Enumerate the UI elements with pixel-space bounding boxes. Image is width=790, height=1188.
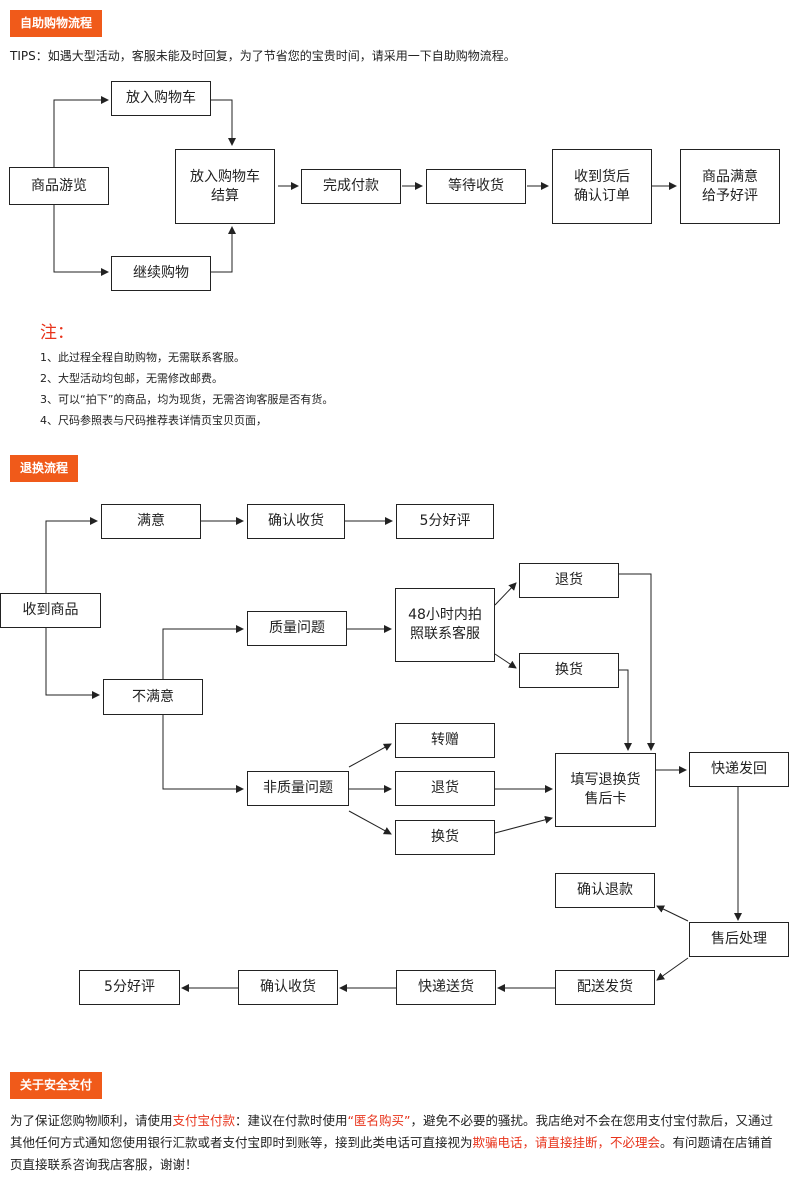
node-receive-goods: 收到商品 — [0, 593, 101, 628]
section-title-self-shopping: 自助购物流程 — [10, 10, 103, 37]
node-express-return: 快递发回 — [689, 752, 789, 787]
node-aftersale-processing: 售后处理 — [689, 922, 789, 957]
section-title-secure-payment: 关于安全支付 — [10, 1072, 103, 1099]
section-title-returns: 退换流程 — [10, 455, 79, 482]
payment-notice: 为了保证您购物顺利，请使用支付宝付款：建议在付款时使用“匿名购买”，避免不必要的… — [10, 1110, 782, 1176]
payment-highlight-anonymous: “匿名购买” — [347, 1113, 411, 1128]
payment-text: 。有问题请在店铺首页直接联系咨询我店客服，谢谢！ — [10, 1135, 773, 1172]
node-express-delivery: 快递送货 — [396, 970, 496, 1005]
node-checkout: 放入购物车 结算 — [175, 149, 275, 224]
node-return-quality: 退货 — [519, 563, 619, 598]
note-item: 4、尺码参照表与尺码推荐表详情页宝贝页面， — [40, 414, 267, 427]
node-await-delivery: 等待收货 — [426, 169, 526, 204]
node-satisfied: 满意 — [101, 504, 201, 539]
node-continue-shopping: 继续购物 — [111, 256, 211, 291]
node-confirm-receipt-final: 确认收货 — [238, 970, 338, 1005]
node-browse: 商品游览 — [9, 167, 109, 205]
note-item: 1、此过程全程自助购物，无需联系客服。 — [40, 351, 245, 364]
node-exchange-non-quality: 换货 — [395, 820, 495, 855]
node-ship-goods: 配送发货 — [555, 970, 655, 1005]
node-non-quality-issue: 非质量问题 — [247, 771, 349, 806]
node-unsatisfied: 不满意 — [103, 679, 203, 715]
node-quality-issue: 质量问题 — [247, 611, 347, 646]
node-add-to-cart: 放入购物车 — [111, 81, 211, 116]
node-gift: 转赠 — [395, 723, 495, 758]
node-contact-service-48h: 48小时内拍 照联系客服 — [395, 588, 495, 662]
node-confirm-refund: 确认退款 — [555, 873, 655, 908]
node-payment-complete: 完成付款 — [301, 169, 401, 204]
payment-text: ，避免不必要的骚扰。我店绝对不会在您用支付宝付款后，又通过其他任何方式通知您使用… — [10, 1113, 774, 1150]
node-fill-aftersale-card: 填写退换货 售后卡 — [555, 753, 656, 827]
node-confirm-order: 收到货后 确认订单 — [552, 149, 652, 224]
tips-text: TIPS：如遇大型活动，客服未能及时回复，为了节省您的宝贵时间，请采用一下自助购… — [10, 49, 516, 63]
node-return-non-quality: 退货 — [395, 771, 495, 806]
payment-highlight-fraud: 欺骗电话，请直接挂断，不必理会 — [472, 1135, 661, 1150]
payment-highlight-alipay: 支付宝付款 — [172, 1113, 236, 1128]
note-title: 注： — [40, 323, 74, 343]
node-give-review: 商品满意 给予好评 — [680, 149, 780, 224]
note-item: 2、大型活动均包邮，无需修改邮费。 — [40, 372, 223, 385]
node-exchange-quality: 换货 — [519, 653, 619, 688]
node-confirm-receipt: 确认收货 — [247, 504, 345, 539]
payment-text: ：建议在付款时使用 — [235, 1113, 348, 1128]
note-item: 3、可以“拍下”的商品，均为现货，无需咨询客服是否有货。 — [40, 393, 334, 406]
node-five-star-review: 5分好评 — [396, 504, 494, 539]
payment-text: 为了保证您购物顺利，请使用 — [10, 1113, 173, 1128]
node-five-star-review-final: 5分好评 — [79, 970, 180, 1005]
